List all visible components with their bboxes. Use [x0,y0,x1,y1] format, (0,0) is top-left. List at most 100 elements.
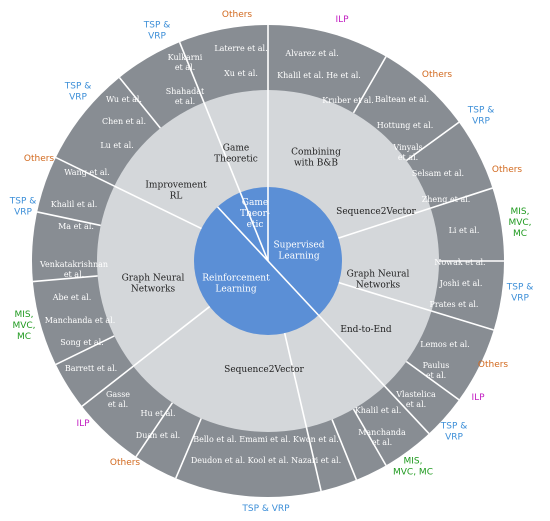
outer-separator [135,402,174,458]
outer-separator [32,275,98,283]
category-mis-mvc-mc-right-2-line: MIS, [404,457,423,467]
category-tsp-vrp-right-1: TSP &VRP [467,106,495,127]
category-ilp-left: ILP [76,419,90,429]
category-mis-mvc-mc-left: MIS,MVC,MC [12,310,35,342]
paper-manchanda-rl-line: Manchanda et al. [45,316,115,325]
paper-wu-line: Wu et al. [106,95,142,104]
inner-label-reinforcement-learning-line: Reinforcement [202,274,270,284]
category-tsp-vrp-left-line: VRP [14,208,32,218]
paper-lemos-line: Lemos et al. [420,340,469,349]
paper-joshi-line: Joshi et al. [439,279,483,288]
outer-separator [430,187,493,209]
paper-manchanda-end-to-end-line: et al. [372,438,392,447]
paper-hu: Hu et al. [140,409,175,418]
middle-label-combining-bb-line: Combining [291,148,341,158]
paper-ma: Ma et al. [58,222,94,231]
paper-vlastelica-line: et al. [406,400,426,409]
paper-xu: Xu et al. [224,69,258,78]
outer-separator [178,41,205,103]
outer-separator [384,385,430,435]
paper-lemos: Lemos et al. [420,340,469,349]
category-tsp-vrp-right-3: TSP &VRP [440,422,468,443]
middle-label-sequence2vector-supervised: Sequence2Vector [336,207,416,217]
category-tsp-vrp-bottom: TSP & VRP [241,504,290,514]
category-others-top-line: Others [222,10,253,20]
middle-label-game-theoretic-line: Game [223,144,249,154]
paper-khalil-he: Khalil et al. He et al. [277,71,361,80]
paper-barrett-line: Barrett et al. [65,364,117,373]
category-tsp-vrp-left-line: TSP & [9,197,37,207]
outer-separator [36,211,101,227]
paper-shahadat-line: Shahadat [166,87,205,96]
category-mis-mvc-mc-left-line: MIS, [15,310,34,320]
paper-chen: Chen et al. [102,117,146,126]
paper-shahadat-line: et al. [175,97,195,106]
middle-label-gnn-rl-line: Networks [131,285,176,295]
outer-separator [305,427,322,492]
category-others-right-2: Others [492,165,523,175]
paper-baltean-line: Baltean et al. [375,95,429,104]
paper-paulus-line: Paulus [423,361,450,370]
paper-kruber: Kruber et al. [322,96,374,105]
paper-li: Li et al. [449,226,480,235]
outer-separator [81,365,134,407]
middle-label-improvement-rl-line: Improvement [145,181,207,191]
paper-duan: Duan et al. [136,431,180,440]
category-mis-mvc-mc-right-1-line: MIS, [511,207,530,217]
paper-baltean: Baltean et al. [375,95,429,104]
category-mis-mvc-mc-right-2-line: MVC, MC [393,468,433,478]
paper-hottung: Hottung et al. [377,121,434,130]
outer-separator [55,335,115,366]
paper-venkatakrishnan-line: et al. [64,270,84,279]
category-mis-mvc-mc-right-2: MIS,MVC, MC [393,457,433,478]
category-tsp-vrp-right-3-line: TSP & [440,422,468,432]
paper-paulus-line: et al. [426,371,446,380]
paper-joshi: Joshi et al. [439,279,483,288]
paper-vinyals-line: Vinyals [392,143,422,152]
paper-khalil-end-to-end-line: Khalil et al. [355,406,401,415]
paper-vlastelica-line: Vlastelica [395,390,436,399]
category-others-bottom-line: Others [110,458,141,468]
inner-label-game-theoretic-line: Game [242,198,268,208]
category-others-left: Others [24,154,55,164]
paper-row-bello-emami-kwon-line: Bello et al. Emami et al. Kwon et al. [193,435,338,444]
inner-separator [239,192,269,262]
middle-label-gnn-rl-line: Graph Neural [122,274,185,284]
outer-separator [118,77,162,129]
category-ilp-right: ILP [471,393,485,403]
middle-separator [113,185,202,230]
paper-wang: Wang et al. [64,168,109,177]
category-mis-mvc-mc-right-1: MIS,MVC,MC [508,207,531,239]
category-tsp-vrp-left: TSP &VRP [9,197,37,218]
paper-selsam: Selsam et al. [412,169,464,178]
paper-laterre-line: Laterre et al. [214,44,267,53]
paper-manchanda-end-to-end-line: Manchanda [358,428,406,437]
inner-label-supervised-learning-line: Supervised [273,241,324,251]
category-tsp-vrp-right-1-line: TSP & [467,106,495,116]
category-tsp-vrp-right-3-line: VRP [445,433,463,443]
middle-label-end-to-end-line: End-to-End [340,325,392,335]
category-tsp-vrp-top-left: TSP &VRP [143,21,171,42]
middle-separator [132,305,211,367]
paper-chen-line: Chen et al. [102,117,146,126]
middle-separator [203,102,242,193]
category-others-right-1-line: Others [422,70,453,80]
paper-row-deudon-kool-nazari-line: Deudon et al. Kool et al. Nazari et al. [191,456,341,465]
paper-row-deudon-kool-nazari: Deudon et al. Kool et al. Nazari et al. [191,456,341,465]
paper-abe-line: Abe et al. [52,293,92,302]
paper-kulkarni-line: Kulkarni [168,53,203,62]
paper-zheng: Zheng et al. [422,195,471,204]
outer-separator [431,310,494,331]
paper-alvarez: Alvarez et al. [284,49,338,58]
middle-separator [283,332,308,428]
inner-label-reinforcement-learning-line: Learning [215,285,256,295]
middle-label-improvement-rl-line: RL [170,192,183,202]
middle-separator [338,207,431,239]
paper-kruber-line: Kruber et al. [322,96,374,105]
